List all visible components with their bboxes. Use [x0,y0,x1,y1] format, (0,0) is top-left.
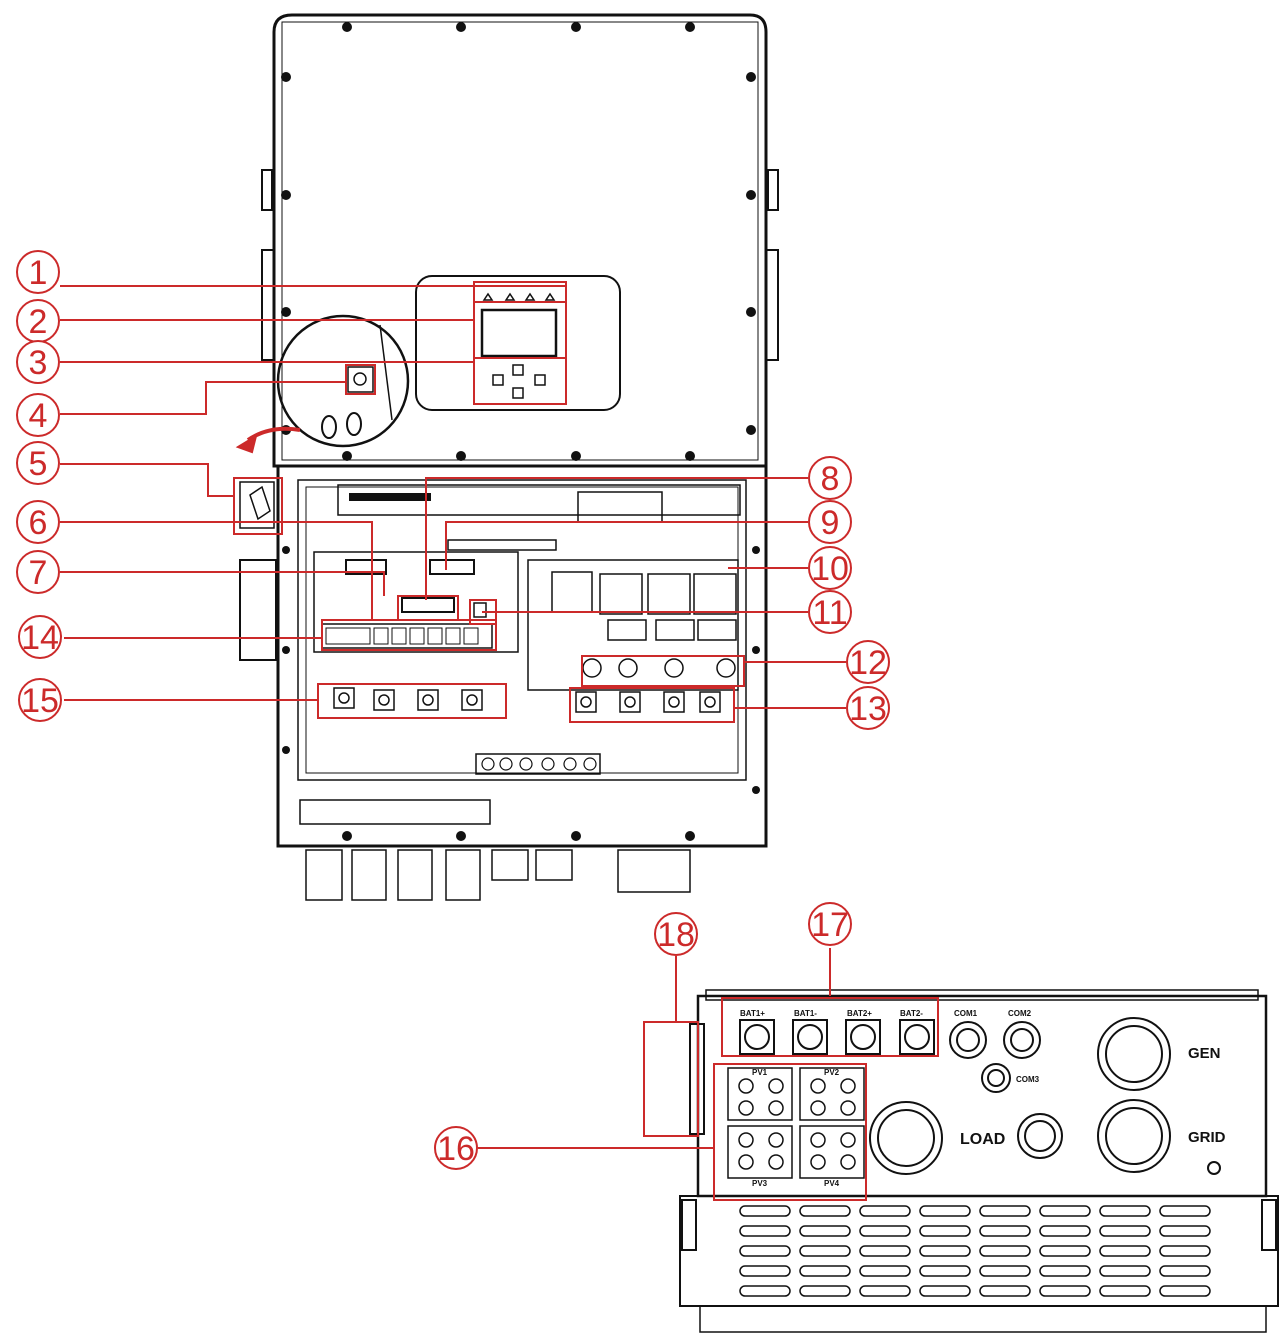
callout-7: 7 [16,550,60,594]
bat2-minus-label: BAT2- [900,1009,923,1018]
svg-text:17: 17 [811,906,849,944]
svg-text:8: 8 [821,460,840,498]
svg-text:3: 3 [29,344,48,382]
callout-2: 2 [16,299,60,343]
pv1-label: PV1 [752,1068,768,1077]
com3-label: COM3 [1016,1075,1040,1084]
callout-1: 1 [16,250,60,294]
callout-11: 11 [808,590,852,634]
terminal-labels: BAT1+ BAT1- BAT2+ BAT2- COM1 COM2 COM3 P… [740,1009,1226,1188]
svg-text:12: 12 [849,644,887,682]
svg-text:14: 14 [21,619,59,657]
svg-text:11: 11 [812,594,847,632]
grid-label: GRID [1188,1129,1226,1146]
com1-label: COM1 [954,1009,978,1018]
callout-6: 6 [16,500,60,544]
callout-5: 5 [16,441,60,485]
pv4-label: PV4 [824,1179,840,1188]
com2-label: COM2 [1008,1009,1032,1018]
callout-8: 8 [808,456,852,500]
svg-text:13: 13 [849,690,887,728]
svg-text:5: 5 [29,445,48,483]
gen-label: GEN [1188,1045,1221,1062]
callout-4: 4 [16,393,60,437]
bat1-plus-label: BAT1+ [740,1009,765,1018]
svg-text:7: 7 [29,554,48,592]
inverter-front-view [235,13,779,901]
load-label: LOAD [960,1131,1005,1148]
callout-12: 12 [846,640,890,684]
callout-markers: 1 2 3 4 5 6 7 8 [16,250,890,1170]
callout-10: 10 [808,546,852,590]
bat1-minus-label: BAT1- [794,1009,817,1018]
inverter-bottom-view [679,989,1279,1333]
pv3-label: PV3 [752,1179,768,1188]
callout-16: 16 [434,1126,478,1170]
callout-3: 3 [16,340,60,384]
callout-15: 15 [18,678,62,722]
svg-text:15: 15 [21,682,59,720]
svg-text:18: 18 [657,916,695,954]
svg-text:1: 1 [29,254,48,292]
callout-highlights [60,281,939,1201]
svg-text:4: 4 [29,397,48,435]
callout-13: 13 [846,686,890,730]
svg-text:9: 9 [821,504,840,542]
pv2-label: PV2 [824,1068,840,1077]
svg-text:16: 16 [437,1130,475,1168]
bat2-plus-label: BAT2+ [847,1009,872,1018]
callout-14: 14 [18,615,62,659]
callout-9: 9 [808,500,852,544]
callout-18: 18 [654,912,698,956]
svg-text:10: 10 [811,550,849,588]
svg-text:2: 2 [29,303,48,341]
svg-text:6: 6 [29,504,48,542]
callout-17: 17 [808,902,852,946]
